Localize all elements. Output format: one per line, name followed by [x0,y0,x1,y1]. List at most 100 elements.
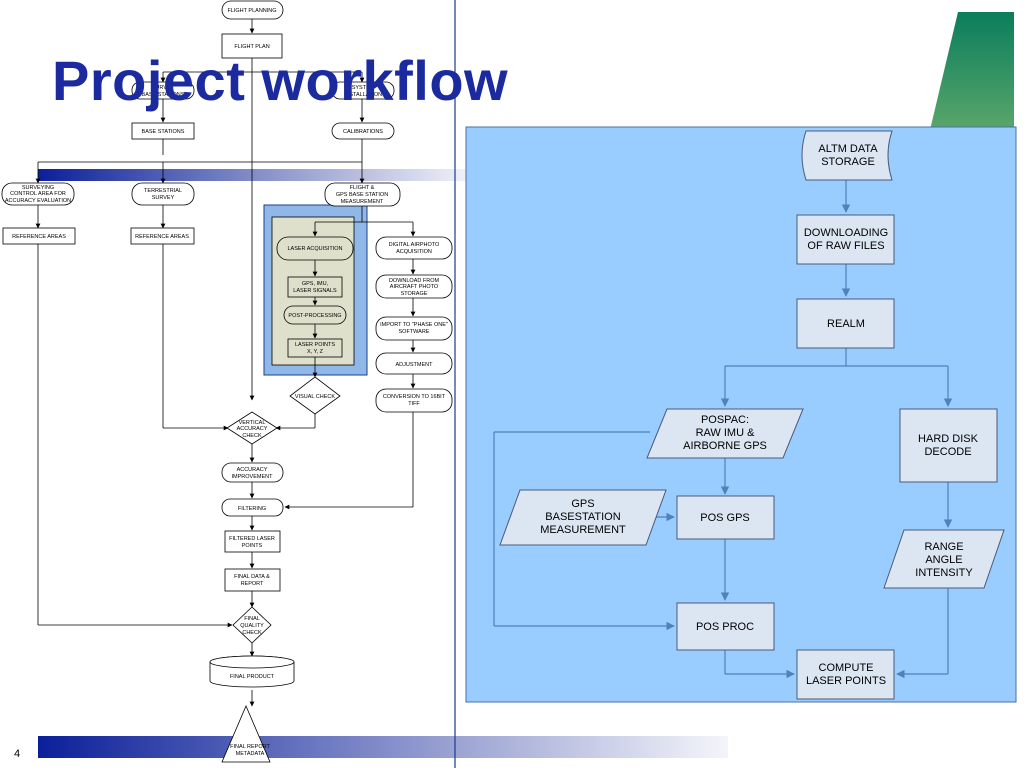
conversion-line2: TIFF [408,401,420,407]
reference-areas-1-node [2,227,76,245]
realm-node [796,298,895,349]
range-angle-line1: RANGE [924,541,963,553]
survey-base-stations-node [131,81,195,100]
final-report-line1: FINAL REPORT [230,744,270,750]
compute-laser-line1: COMPUTE [819,662,874,674]
realm-label: REALM [827,318,865,330]
pospac-line3: AIRBORNE GPS [683,440,767,452]
system-installation-node [331,81,395,100]
digital-airphoto-line1: DIGITAL AIRPHOTO [389,242,440,248]
terrestrial-survey-line1: TERRESTRIAL [144,188,182,194]
digital-airphoto-node [375,236,453,260]
conversion-node [375,388,453,413]
base-stations-label: BASE STATIONS [142,129,185,135]
reference-areas-2-node [130,227,195,245]
laser-acquisition-node [276,236,354,261]
accuracy-improvement-node [221,462,284,483]
laser-points-node [287,338,343,358]
surveying-control-node [1,182,75,206]
reference-areas-2-label: REFERENCE AREAS [135,234,189,240]
flight-planning-node [221,0,284,20]
laser-acquisition-label: LASER ACQUISITION [287,246,342,252]
final-quality-check-line3: CHECK [242,630,262,636]
pospac-line2: RAW IMU & [696,427,756,439]
compute-laser-node [796,649,895,700]
gps-imu-node [287,276,343,298]
download-photo-line1: DOWNLOAD FROM [389,278,440,284]
altm-storage-line2: STORAGE [821,156,875,168]
terrestrial-survey-node [131,182,195,206]
calibrations-label: CALIBRATIONS [343,129,383,135]
page-number: 4 [14,748,21,760]
final-quality-check-line1: FINAL [244,616,260,622]
downloading-node [796,214,895,265]
pos-gps-label: POS GPS [700,512,750,524]
gps-imu-line1: GPS, IMU, [302,281,329,287]
surveying-control-line1: SURVEYING [22,185,54,191]
adjustment-label: ADJUSTMENT [396,362,434,368]
survey-base-line2: BASE STATIONS [142,92,185,98]
final-data-report-line2: REPORT [241,581,264,587]
slide-title: Project workflow [52,49,509,112]
gps-basestation-line2: BASESTATION [545,511,620,523]
filtering-node [221,498,284,517]
flight-planning-label: FLIGHT PLANNING [227,8,276,14]
download-photo-line2: AIRCRAFT PHOTO [390,284,439,290]
vertical-accuracy-node [226,411,278,445]
gps-basestation-node [499,489,667,546]
adjustment-node [375,352,453,375]
pos-proc-node [676,602,775,651]
laser-points-line2: X, Y, Z [307,349,324,355]
download-photo-node [375,274,453,299]
post-processing-label: POST-PROCESSING [288,313,341,319]
flight-gps-line3: MEASUREMENT [341,199,384,205]
visual-check-label: VISUAL CHECK [295,394,335,400]
conversion-line1: CONVERSION TO 16BIT [383,394,446,400]
flight-gps-line2: GPS BASE STATION [336,192,388,198]
header-gradient-bar [38,169,468,181]
flight-plan-node [221,33,283,59]
altm-storage-line1: ALTM DATA [818,143,878,155]
survey-base-line1: SURVEY [152,85,175,91]
import-phase-one-line1: IMPORT TO "PHASE ONE" [380,322,448,328]
vertical-accuracy-line1: VERTICAL [239,420,266,426]
gps-imu-line2: LASER SIGNALS [293,288,337,294]
range-angle-node [883,529,1005,589]
hard-disk-line1: HARD DISK [918,433,979,445]
vertical-accuracy-line3: CHECK [242,433,262,439]
final-quality-check-line2: QUALITY [240,623,264,629]
calibrations-node [331,122,395,140]
download-photo-line3: STORAGE [401,291,428,297]
final-quality-check-node [232,606,272,644]
system-installation-line2: INSTALLATION [344,92,382,98]
vertical-accuracy-line2: ACCURACY [237,426,268,432]
filtered-laser-points-line1: FILTERED LASER [229,536,275,542]
flight-plan-label: FLIGHT PLAN [234,44,269,50]
hard-disk-line2: DECODE [924,446,971,458]
gps-basestation-line1: GPS [571,498,594,510]
hard-disk-node [899,408,998,483]
final-data-report-line1: FINAL DATA & [234,574,270,580]
digital-airphoto-line2: ACQUISITION [396,249,432,255]
green-corner-shape [930,12,1014,130]
pos-gps-node [676,495,775,540]
post-processing-node [283,305,347,325]
final-data-report-node [224,568,281,592]
filtered-laser-points-line2: POINTS [242,543,263,549]
system-installation-line1: SYSTEM [352,85,375,91]
accuracy-improvement-line2: IMPROVEMENT [232,474,274,480]
downloading-line1: DOWNLOADING [804,227,888,239]
laser-points-line1: LASER POINTS [295,342,335,348]
pos-proc-label: POS PROC [696,621,754,633]
flight-gps-node [324,182,401,207]
range-angle-line2: ANGLE [925,554,962,566]
altm-storage-node [801,130,893,181]
footer-gradient-bar [38,736,728,758]
pospac-line1: POSPAC: [701,414,749,426]
import-phase-one-node [375,316,453,341]
visual-check-node [289,376,341,415]
final-report-node [221,704,271,763]
